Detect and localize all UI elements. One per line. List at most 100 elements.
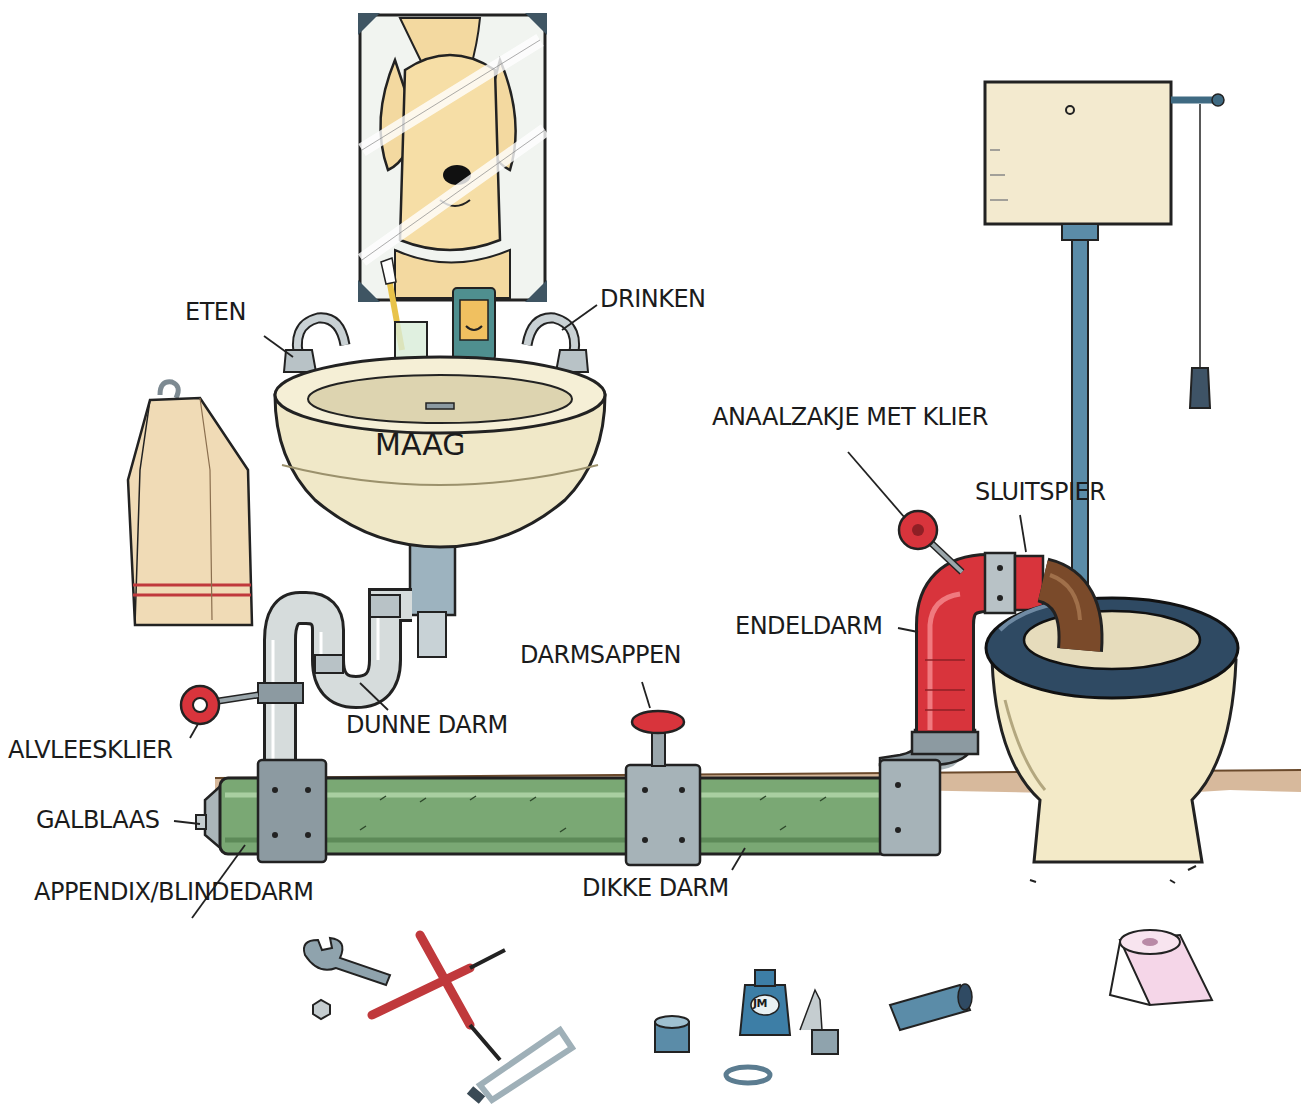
anal-sac-valve-part <box>928 540 962 572</box>
toothbrush-cup-part <box>381 258 396 284</box>
towel-part <box>200 398 212 620</box>
rectum-pipe-part <box>945 583 988 735</box>
part-label: DARMSAPPEN <box>520 643 681 667</box>
toilet-part <box>1212 94 1224 106</box>
large-intestine-pipe-part <box>305 832 311 838</box>
leader-lines-part <box>190 724 198 738</box>
leader-lines-part <box>732 848 745 870</box>
large-intestine-pipe-part <box>679 837 685 843</box>
brand-mark: JM <box>753 998 767 1009</box>
toilet-part <box>1024 611 1200 669</box>
sink-drain-part <box>418 612 446 657</box>
tools-part <box>372 935 470 1025</box>
large-intestine-pipe-part <box>272 787 278 793</box>
small-intestine-pipe-part <box>315 655 343 673</box>
rectum-pipe-part <box>895 827 901 833</box>
leader-lines <box>174 305 1026 918</box>
small-intestine-pipe-part <box>370 595 400 617</box>
tools-part <box>958 984 972 1010</box>
towel-part <box>128 398 252 625</box>
sink-plug <box>426 403 454 409</box>
mirror-part <box>362 40 545 260</box>
rectum-pipe-part <box>997 595 1003 601</box>
sink-basin <box>308 375 572 423</box>
toilet-part <box>990 150 1008 200</box>
toothpaste-tube-part <box>460 300 488 340</box>
sink-drain <box>410 540 455 657</box>
toothpaste-tube-part <box>453 288 495 360</box>
leader-lines-part <box>264 336 293 357</box>
toothpaste-tube-part <box>466 326 482 330</box>
rectum-pipe-part <box>945 583 988 735</box>
toilet-part <box>1005 700 1045 790</box>
rectum-pipe-part <box>925 660 965 710</box>
tools-part <box>726 1067 770 1083</box>
tools-part <box>1120 930 1180 954</box>
part-label: MAAG <box>375 430 465 460</box>
small-intestine-pipe <box>258 595 412 780</box>
large-intestine-pipe-part <box>305 787 311 793</box>
toilet-part <box>1043 580 1081 650</box>
juice-valve <box>632 711 684 766</box>
part-label: ENDELDARM <box>735 614 883 638</box>
tools <box>304 930 1212 1100</box>
toilet-part <box>1190 368 1210 408</box>
part-label: GALBLAAS <box>36 808 160 832</box>
pancreas-valve-part <box>193 698 207 712</box>
tools-part <box>304 938 390 985</box>
sink-drain-part <box>410 540 455 615</box>
large-intestine-pipe-part <box>196 815 206 829</box>
sink-band <box>282 465 598 485</box>
rectum-pipe-part <box>912 732 978 754</box>
large-intestine-pipe-part <box>360 796 826 832</box>
rectum-pipe-part <box>895 782 901 788</box>
mirror <box>358 13 547 302</box>
part-label: SLUITSPIER <box>975 480 1105 504</box>
leader-lines-part <box>562 305 597 330</box>
leader-lines-part <box>848 452 905 518</box>
tools-part <box>470 950 505 1060</box>
anal-sac-valve-part <box>912 524 924 536</box>
tools-part <box>751 995 779 1015</box>
part-label: ETEN <box>185 300 246 324</box>
leader-lines-part <box>642 682 650 708</box>
small-intestine-pipe-part <box>258 683 303 703</box>
tools-part <box>800 990 822 1030</box>
toilet-part <box>986 598 1238 698</box>
large-intestine-pipe <box>196 760 895 865</box>
tools-part <box>313 1000 330 1019</box>
anal-sac-valve <box>899 511 962 572</box>
rectum-pipe-part <box>985 553 1015 613</box>
part-label: APPENDIX/BLINDEDARM <box>34 880 313 904</box>
part-label: ALVLEESKLIER <box>8 738 173 762</box>
toilet-part <box>1050 575 1080 620</box>
tools-part <box>655 1016 689 1028</box>
tools-part <box>470 1090 482 1100</box>
anal-sac-valve-part <box>928 540 962 572</box>
toilet-part <box>985 82 1171 224</box>
juice-valve-part <box>632 711 684 733</box>
large-intestine-pipe-part <box>626 765 700 865</box>
leader-lines-part <box>174 821 200 824</box>
pancreas-valve <box>181 686 258 724</box>
towel-part <box>160 382 178 398</box>
large-intestine-pipe-part <box>679 787 685 793</box>
rectum-pipe-part <box>880 760 940 855</box>
mirror-part <box>362 40 545 260</box>
tools-part <box>480 1030 572 1100</box>
part-label: DUNNE DARM <box>346 713 508 737</box>
pancreas-valve-part <box>181 686 219 724</box>
toilet-part <box>1066 106 1074 114</box>
part-label: ANAALZAKJE MET KLIER <box>712 405 988 429</box>
toilet-part <box>1171 97 1218 104</box>
sink-rim <box>275 357 605 433</box>
tools-part <box>812 1030 838 1054</box>
large-intestine-pipe-part <box>258 760 326 862</box>
toilet-part <box>1043 580 1081 650</box>
towel-part <box>135 400 150 625</box>
rectum-pipe-part <box>997 565 1003 571</box>
tools-part <box>1142 938 1158 946</box>
mirror-part <box>358 13 547 302</box>
